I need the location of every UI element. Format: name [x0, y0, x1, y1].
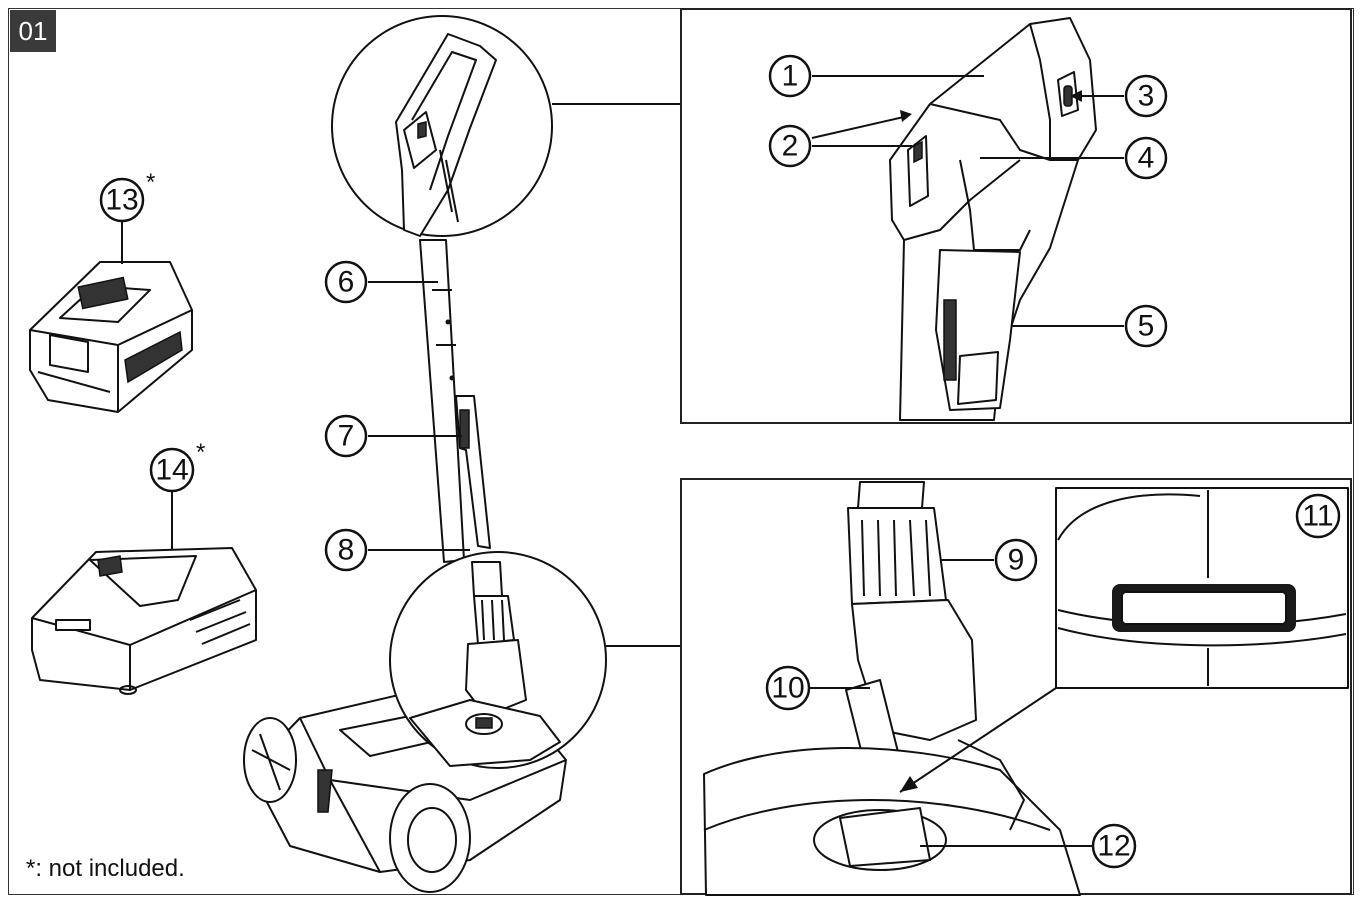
figure-number-badge: 01: [10, 10, 56, 52]
base-zoom-circle: [389, 551, 607, 769]
callout-11: 11: [1295, 493, 1341, 539]
callout-2: 2: [768, 124, 812, 168]
battery-pack-drawing: [29, 261, 193, 413]
svg-text:6: 6: [338, 266, 355, 299]
handle-detail-drawing: [889, 17, 1097, 421]
callout-12: 12: [1091, 823, 1137, 869]
svg-text:11: 11: [1302, 500, 1333, 533]
svg-text:1: 1: [782, 60, 799, 93]
telescopic-pole-drawing: [419, 239, 491, 563]
svg-text:10: 10: [771, 672, 804, 705]
svg-text:7: 7: [338, 420, 355, 453]
asterisk-14: *: [196, 439, 205, 466]
svg-text:2: 2: [782, 130, 799, 163]
callout-1: 1: [768, 54, 812, 98]
svg-text:14: 14: [155, 454, 188, 487]
callout-7: 7: [324, 414, 368, 458]
footnote-not-included: *: not included.: [26, 855, 185, 882]
callout-9: 9: [994, 538, 1038, 582]
callout-4: 4: [1124, 136, 1168, 180]
handle-zoom-circle: [331, 15, 553, 237]
callout-13: 13: [99, 177, 145, 223]
svg-text:12: 12: [1097, 830, 1130, 863]
svg-text:8: 8: [338, 534, 355, 567]
callout-3: 3: [1124, 74, 1168, 118]
svg-text:13: 13: [105, 184, 138, 217]
base-detail-drawing: [703, 481, 1081, 896]
charger-drawing: [31, 547, 257, 695]
callout-leaders: [121, 75, 1124, 847]
asterisk-13: *: [146, 169, 155, 196]
callout-5: 5: [1124, 304, 1168, 348]
callout-6: 6: [324, 260, 368, 304]
svg-text:4: 4: [1138, 142, 1155, 175]
callout-8: 8: [324, 528, 368, 572]
svg-text:9: 9: [1008, 544, 1025, 577]
svg-text:3: 3: [1138, 80, 1155, 113]
callout-14: 14: [149, 447, 195, 493]
callout-10: 10: [765, 665, 811, 711]
svg-text:5: 5: [1138, 310, 1155, 343]
